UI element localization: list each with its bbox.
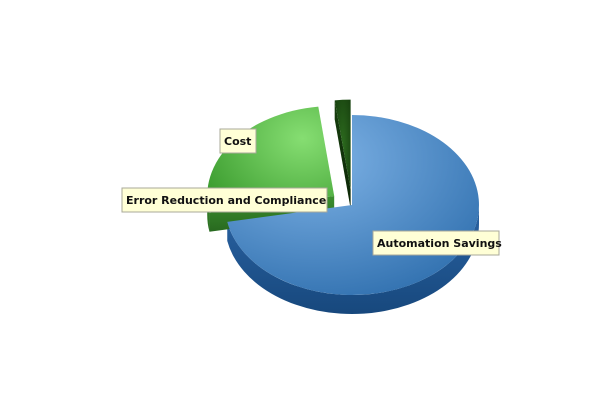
slice-label-text-cost: Cost: [224, 135, 251, 148]
slice-label-error-reduction-and-compliance: Error Reduction and Compliance: [121, 187, 328, 213]
slice-label-box-automation-savings: [372, 230, 500, 256]
pie-side-automation-savings: [227, 205, 479, 314]
slice-label-automation-savings: Automation Savings: [372, 230, 502, 256]
pie-slice-error-reduction-and-compliance[interactable]: [334, 99, 351, 190]
pie-slice-cost[interactable]: [207, 106, 335, 213]
slice-label-text-automation-savings: Automation Savings: [377, 237, 502, 250]
slice-label-box-cost: [219, 128, 257, 154]
pie-cut-face-error-reduction-and-compliance: [334, 100, 351, 209]
slice-label-box-error-reduction-and-compliance: [121, 187, 328, 213]
slice-label-cost: Cost: [219, 128, 257, 154]
slice-label-text-error-reduction-and-compliance: Error Reduction and Compliance: [126, 194, 326, 207]
